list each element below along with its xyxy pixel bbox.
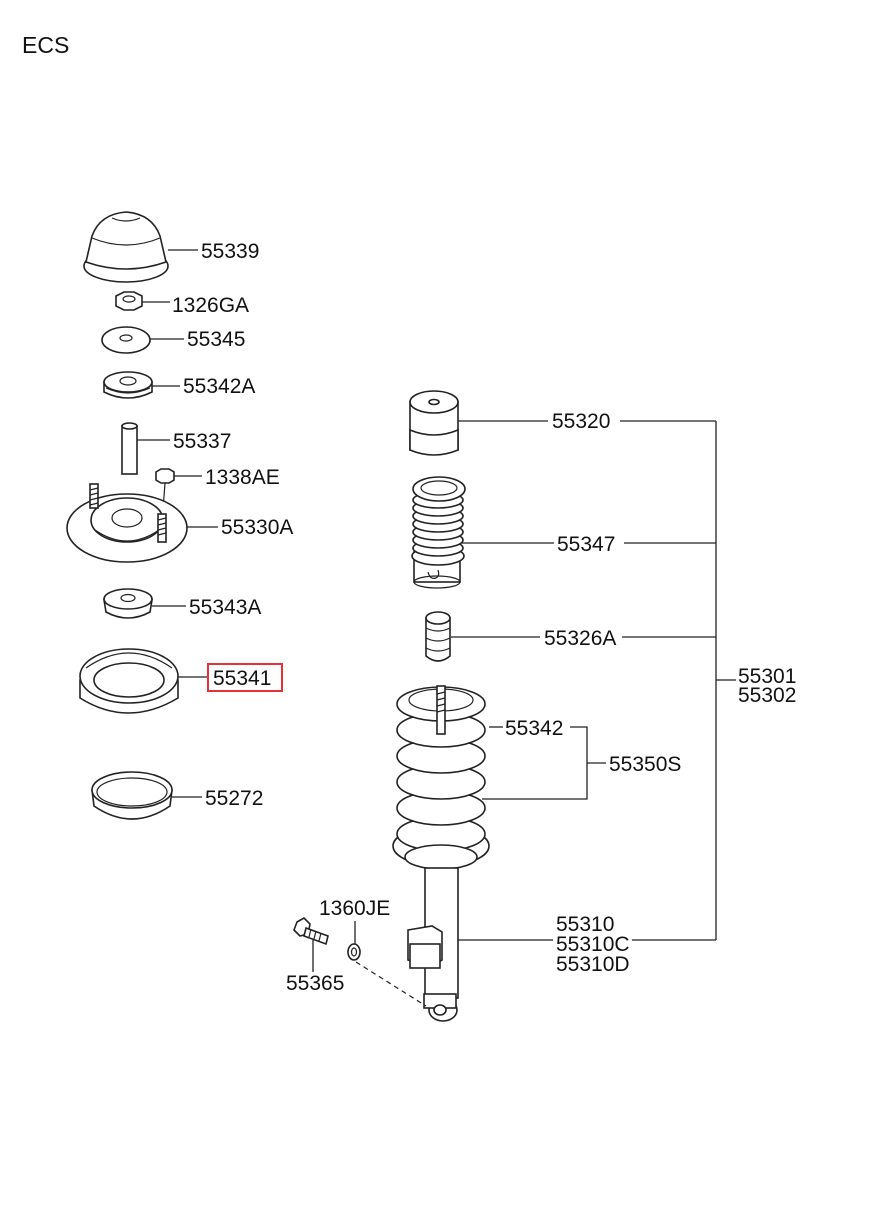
label-55301[interactable]: 55301 (738, 665, 796, 688)
label-55350S[interactable]: 55350S (609, 753, 681, 776)
label-1338AE[interactable]: 1338AE (205, 466, 280, 489)
part-55272-ring[interactable] (91, 771, 173, 820)
diagram-title: ECS (22, 32, 69, 58)
part-55330A-mount[interactable] (66, 483, 188, 563)
label-55320[interactable]: 55320 (552, 410, 610, 433)
label-1326GA[interactable]: 1326GA (172, 294, 249, 317)
part-55343A-bushing[interactable] (103, 588, 153, 619)
part-55339-cap[interactable] (83, 211, 169, 283)
label-55310C[interactable]: 55310C (556, 933, 630, 956)
label-55272[interactable]: 55272 (205, 787, 263, 810)
label-55339[interactable]: 55339 (201, 240, 259, 263)
label-55342A[interactable]: 55342A (183, 375, 255, 398)
part-55342-coil-spring[interactable] (392, 685, 490, 867)
label-55326A[interactable]: 55326A (544, 627, 616, 650)
label-55337[interactable]: 55337 (173, 430, 231, 453)
part-55337-spacer[interactable] (121, 422, 138, 475)
label-1360JE[interactable]: 1360JE (319, 897, 390, 920)
label-55343A[interactable]: 55343A (189, 596, 261, 619)
label-55330A[interactable]: 55330A (221, 516, 293, 539)
label-55302[interactable]: 55302 (738, 684, 796, 707)
part-55347-bellows[interactable] (411, 476, 466, 589)
label-55365[interactable]: 55365 (286, 972, 344, 995)
part-55341-spring-pad[interactable] (79, 648, 179, 714)
part-55365-bolt[interactable] (293, 917, 329, 946)
guide-1360JE (355, 961, 427, 1007)
label-55347[interactable]: 55347 (557, 533, 615, 556)
part-1360JE-washer[interactable] (347, 943, 361, 961)
part-55320-cover[interactable] (409, 390, 459, 456)
label-55345[interactable]: 55345 (187, 328, 245, 351)
part-55310-strut[interactable] (404, 844, 478, 1022)
part-1326GA-nut[interactable] (115, 291, 143, 311)
part-55326A-bumper[interactable] (425, 611, 451, 662)
label-55310D[interactable]: 55310D (556, 953, 630, 976)
label-55342[interactable]: 55342 (505, 717, 563, 740)
part-1338AE-nut[interactable] (155, 468, 175, 484)
highlight-box-55341 (207, 663, 283, 692)
part-55342A-insulator[interactable] (103, 371, 153, 399)
label-55310[interactable]: 55310 (556, 913, 614, 936)
label-55341[interactable]: 55341 (213, 667, 271, 690)
part-55345-washer[interactable] (101, 326, 151, 354)
